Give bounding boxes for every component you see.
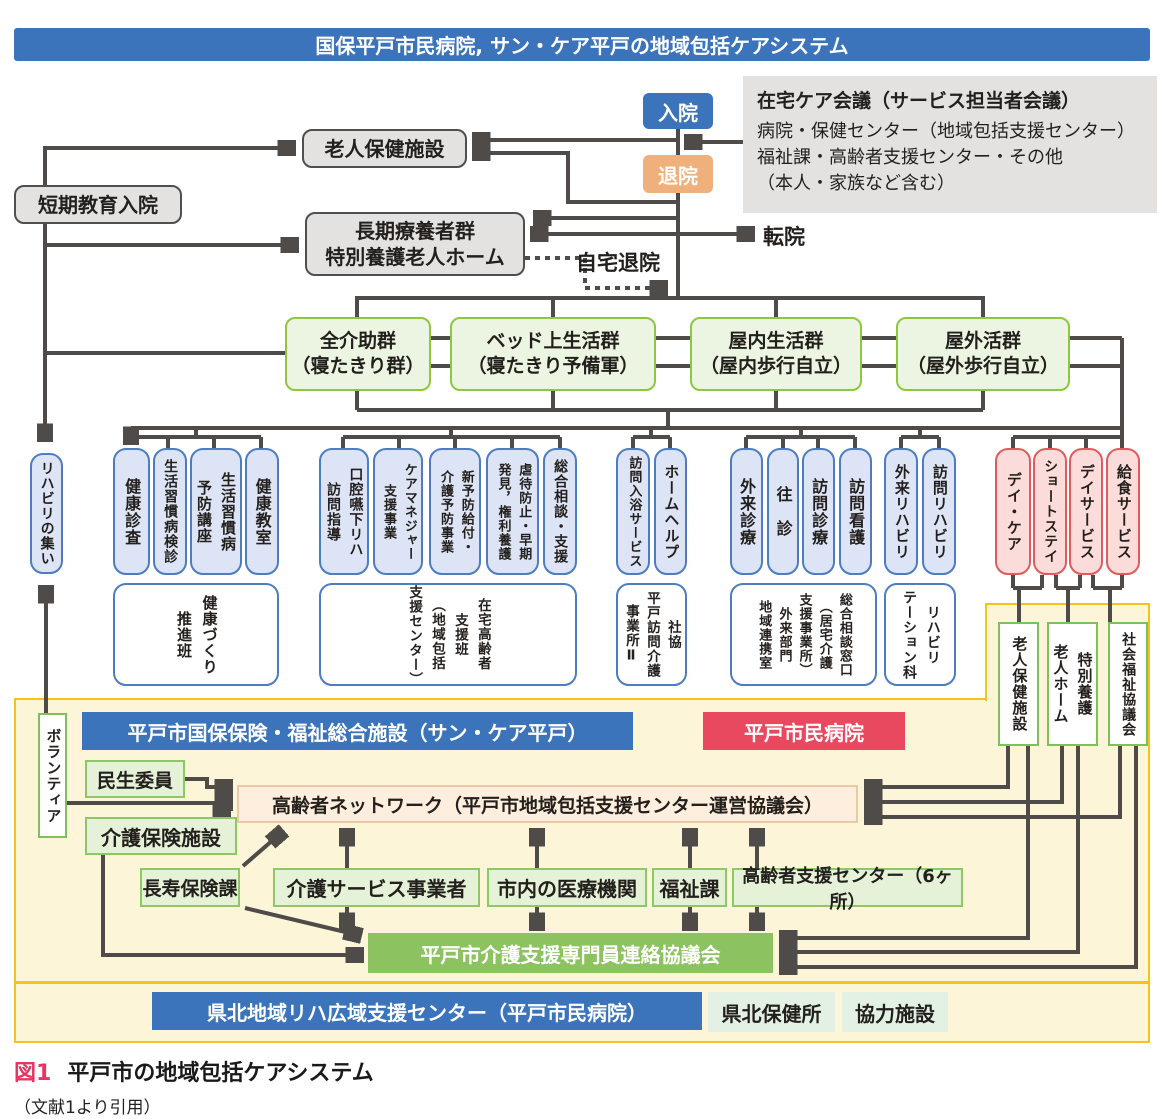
longevity-insurance-section-box: 長寿保険課 (140, 868, 240, 907)
health-promotion-team-box: 健康づくり 推進班 (113, 583, 279, 686)
rehabilitation-department-box: リハビリ テーション科 (884, 583, 956, 686)
home-care-meeting-line3: （本人・家族など含む） (757, 173, 955, 195)
service-oral-swallow-rehab-box: 口腔嚥下リハ 訪問指導 (319, 448, 369, 575)
service-visiting-rehab-box: 訪問リハビリ (922, 448, 956, 575)
home-care-meeting-line1: 病院・保健センター（地域包括支援センター） (757, 121, 1135, 142)
home-care-meeting-title: 在宅ケア会議（サービス担当者会議） (757, 90, 1081, 112)
group-bed-bound-box: ベッド上生活群 （寝たきり予備軍） (450, 317, 656, 391)
group-outdoor-box: 屋外活群 （屋外歩行自立） (896, 317, 1070, 391)
service-outpatient-care-box: 外来診療 (730, 448, 763, 575)
service-day-care-box: デイ・ケア (995, 448, 1031, 575)
volunteer-box: ボランティア (38, 713, 67, 838)
figure-title-bar: 国保平戸市民病院, サン・ケア平戸の地域包括ケアシステム (14, 28, 1150, 61)
facility-special-nursing-home-box: 特別養護 老人ホーム (1047, 622, 1098, 746)
home-care-meeting-line2: 福祉課・高齢者支援センター・その他 (757, 147, 1063, 169)
service-home-help-box: ホームヘルプ (654, 448, 687, 575)
home-care-meeting-box: 在宅ケア会議（サービス担当者会議） 病院・保健センター（地域包括支援センター） … (743, 76, 1157, 213)
service-visiting-bath-box: 訪問入浴サービス (616, 448, 650, 575)
suncare-banner: 平戸市国保保険・福祉総合施設（サン・ケア平戸） (82, 712, 633, 750)
caption-source: （文献1より引用） (14, 1098, 161, 1118)
kenboku-health-office-box: 県北保健所 (708, 992, 835, 1032)
transfer-label: 転院 (763, 225, 805, 249)
home-elderly-support-team-box: 在宅高齢者 支援班 （地域包括 支援センター） (319, 583, 577, 687)
care-manager-liaison-council-banner: 平戸市介護支援専門員連絡協議会 (368, 933, 773, 973)
service-health-checkup-box: 健康診査 (113, 448, 150, 575)
welfare-section-box: 福祉課 (652, 868, 727, 907)
geriatric-health-facility-box: 老人保健施設 (302, 129, 467, 168)
city-medical-institutions-box: 市内の医療機関 (487, 868, 647, 907)
service-short-stay-box: ショートステイ (1033, 448, 1067, 575)
figure-number: 図1 (14, 1061, 52, 1086)
service-visiting-nursing-box: 訪問看護 (839, 448, 872, 575)
service-lifestyle-disease-screening-box: 生活習慣病検診 (153, 448, 187, 575)
caption-title: 平戸市の地域包括ケアシステム (67, 1061, 374, 1086)
care-insurance-facility-box: 介護保険施設 (85, 817, 237, 855)
discharge-box: 退院 (643, 155, 713, 193)
home-discharge-label: 自宅退院 (576, 251, 660, 275)
care-service-providers-box: 介護サービス事業者 (273, 868, 480, 907)
figure-caption: 図1 平戸市の地域包括ケアシステム （文献1より引用） (14, 1055, 374, 1118)
group-full-assist-box: 全介助群 （寝たきり群） (285, 317, 431, 391)
service-outpatient-rehab-box: 外来リハビリ (884, 448, 918, 575)
rehab-gathering-box: リハビリの集い (30, 453, 63, 574)
welfare-commissioner-box: 民生委員 (85, 760, 185, 798)
shakyo-visiting-care-office-box: 社協 平戸訪問介護 事業所Ⅱ (616, 583, 687, 686)
service-care-manager-support-box: ケアマネジャー 支援事業 (373, 448, 423, 575)
cooperating-facility-box: 協力施設 (842, 992, 948, 1032)
short-education-admission-box: 短期教育入院 (14, 185, 182, 224)
service-new-prevention-benefit-box: 新予防給付・ 介護予防事業 (429, 448, 481, 575)
facility-geriatric-health-box: 老人保健施設 (998, 622, 1039, 746)
consultation-desk-liaison-box: 総合相談窓口 （居宅介護 支援事業所） 外来部門 地域連携室 (730, 583, 877, 686)
service-visiting-care-box: 訪問診療 (802, 448, 835, 575)
service-health-class-box: 健康教室 (245, 448, 279, 575)
figure-title: 国保平戸市民病院, サン・ケア平戸の地域包括ケアシステム (315, 34, 849, 58)
city-hospital-banner: 平戸市民病院 (703, 712, 905, 750)
service-abuse-prevention-box: 虐待防止・早期 発見，権利養護 (486, 448, 539, 575)
service-meal-service-box: 給食サービス (1106, 448, 1140, 575)
long-term-group-box: 長期療養者群 特別養護老人ホーム (305, 212, 525, 276)
admission-box: 入院 (643, 93, 713, 129)
service-house-call-box: 往 診 (767, 448, 799, 575)
service-lifestyle-disease-course-box: 生活習慣病 予防講座 (190, 448, 242, 575)
elderly-network-box: 高齢者ネットワーク（平戸市地域包括支援センター運営協議会） (237, 785, 858, 823)
service-day-service-box: デイサービス (1069, 448, 1103, 575)
kenboku-rehab-support-center-banner: 県北地域リハ広域支援センター（平戸市民病院） (152, 992, 702, 1030)
facility-social-welfare-council-box: 社会福祉協議会 (1108, 622, 1148, 746)
service-general-consultation-box: 総合相談・支援 (543, 448, 577, 575)
elderly-support-centers-box: 高齢者支援センター（6ヶ所） (732, 866, 963, 913)
group-indoor-box: 屋内生活群 （屋内歩行自立） (690, 317, 862, 391)
